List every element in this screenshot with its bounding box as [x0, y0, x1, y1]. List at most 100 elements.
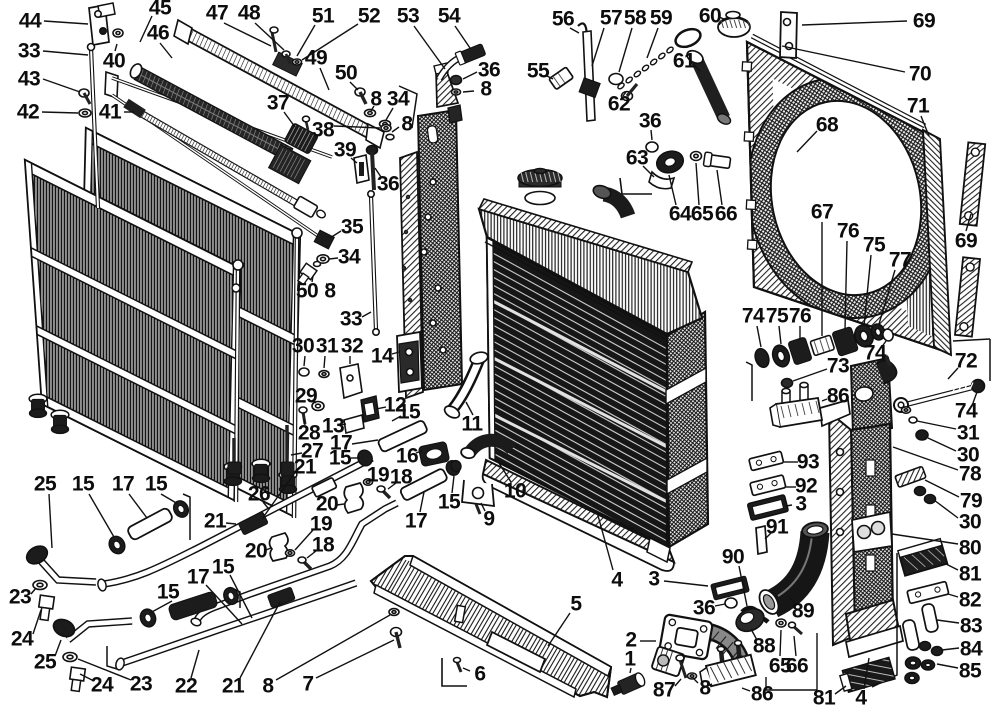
svg-text:17: 17: [330, 432, 352, 455]
svg-text:48: 48: [238, 2, 261, 25]
svg-text:27: 27: [301, 440, 323, 463]
svg-text:22: 22: [175, 675, 197, 698]
svg-text:49: 49: [305, 47, 327, 70]
svg-text:38: 38: [312, 119, 335, 142]
svg-text:50: 50: [335, 62, 357, 85]
svg-text:12: 12: [384, 394, 406, 417]
svg-text:3: 3: [795, 493, 806, 516]
svg-text:37: 37: [267, 92, 289, 115]
svg-text:65: 65: [769, 655, 792, 678]
svg-text:52: 52: [358, 5, 380, 28]
svg-text:46: 46: [147, 22, 169, 45]
svg-text:17: 17: [112, 473, 134, 496]
svg-text:3: 3: [648, 568, 659, 591]
svg-text:50: 50: [296, 280, 318, 303]
svg-text:58: 58: [624, 7, 647, 30]
svg-text:57: 57: [600, 7, 622, 30]
svg-text:80: 80: [959, 537, 981, 560]
svg-text:36: 36: [639, 110, 661, 133]
svg-text:89: 89: [792, 600, 814, 623]
svg-text:17: 17: [405, 510, 427, 533]
svg-text:75: 75: [863, 234, 886, 257]
svg-text:53: 53: [397, 5, 419, 28]
svg-text:42: 42: [17, 101, 39, 124]
svg-text:15: 15: [398, 401, 421, 424]
svg-text:47: 47: [206, 2, 228, 25]
svg-text:65: 65: [691, 203, 714, 226]
svg-text:8: 8: [401, 113, 413, 136]
svg-text:4: 4: [855, 687, 867, 710]
svg-text:66: 66: [786, 655, 808, 678]
svg-text:36: 36: [377, 173, 399, 196]
svg-text:24: 24: [11, 628, 34, 651]
svg-text:26: 26: [248, 483, 270, 506]
svg-text:78: 78: [959, 463, 982, 486]
svg-text:8: 8: [324, 280, 336, 303]
svg-text:72: 72: [955, 350, 977, 373]
svg-text:15: 15: [212, 556, 235, 579]
svg-text:19: 19: [310, 513, 332, 536]
svg-text:87: 87: [653, 679, 675, 702]
svg-text:51: 51: [312, 5, 335, 28]
svg-text:74: 74: [742, 305, 765, 328]
svg-text:84: 84: [960, 638, 983, 661]
svg-text:60: 60: [699, 5, 721, 28]
svg-text:18: 18: [312, 534, 335, 557]
svg-text:44: 44: [19, 10, 42, 33]
svg-text:45: 45: [149, 0, 172, 20]
svg-text:74: 74: [864, 342, 887, 365]
svg-text:31: 31: [957, 422, 980, 445]
svg-text:19: 19: [367, 464, 389, 487]
svg-text:39: 39: [334, 139, 356, 162]
svg-text:14: 14: [371, 345, 394, 368]
svg-text:7: 7: [302, 673, 313, 696]
svg-text:63: 63: [626, 147, 648, 170]
svg-text:55: 55: [527, 60, 550, 83]
svg-text:20: 20: [316, 493, 338, 516]
svg-text:9: 9: [483, 508, 494, 531]
svg-text:18: 18: [390, 466, 413, 489]
svg-text:83: 83: [960, 615, 982, 638]
svg-text:23: 23: [9, 586, 31, 609]
svg-text:93: 93: [797, 451, 819, 474]
svg-text:56: 56: [552, 8, 574, 31]
svg-text:21: 21: [222, 675, 245, 698]
svg-text:30: 30: [292, 335, 314, 358]
svg-text:61: 61: [673, 50, 696, 73]
svg-text:79: 79: [960, 490, 982, 513]
svg-text:34: 34: [338, 246, 361, 269]
svg-text:81: 81: [813, 687, 836, 710]
svg-text:20: 20: [245, 540, 267, 563]
svg-text:4: 4: [611, 569, 623, 592]
svg-text:17: 17: [187, 566, 209, 589]
svg-text:88: 88: [753, 635, 776, 658]
svg-text:66: 66: [715, 203, 737, 226]
svg-text:15: 15: [72, 473, 95, 496]
svg-text:64: 64: [669, 203, 692, 226]
svg-text:73: 73: [827, 355, 849, 378]
svg-text:21: 21: [204, 510, 227, 533]
svg-text:1: 1: [624, 648, 636, 671]
svg-text:41: 41: [99, 101, 122, 124]
svg-text:86: 86: [751, 683, 773, 706]
svg-text:10: 10: [504, 480, 526, 503]
svg-text:68: 68: [816, 114, 839, 137]
svg-text:8: 8: [699, 677, 711, 700]
svg-text:24: 24: [91, 674, 114, 697]
svg-text:86: 86: [827, 385, 849, 408]
svg-text:29: 29: [295, 385, 317, 408]
svg-text:70: 70: [909, 63, 931, 86]
svg-text:33: 33: [18, 40, 40, 63]
svg-text:13: 13: [322, 415, 344, 438]
svg-text:31: 31: [316, 335, 339, 358]
svg-text:67: 67: [811, 201, 833, 224]
svg-text:69: 69: [955, 230, 977, 253]
svg-text:91: 91: [766, 516, 789, 539]
svg-text:28: 28: [298, 422, 321, 445]
svg-text:15: 15: [329, 447, 352, 470]
svg-text:74: 74: [955, 400, 978, 423]
svg-text:2: 2: [625, 629, 636, 652]
svg-text:11: 11: [461, 413, 483, 436]
svg-text:35: 35: [341, 216, 364, 239]
svg-text:36: 36: [478, 59, 500, 82]
